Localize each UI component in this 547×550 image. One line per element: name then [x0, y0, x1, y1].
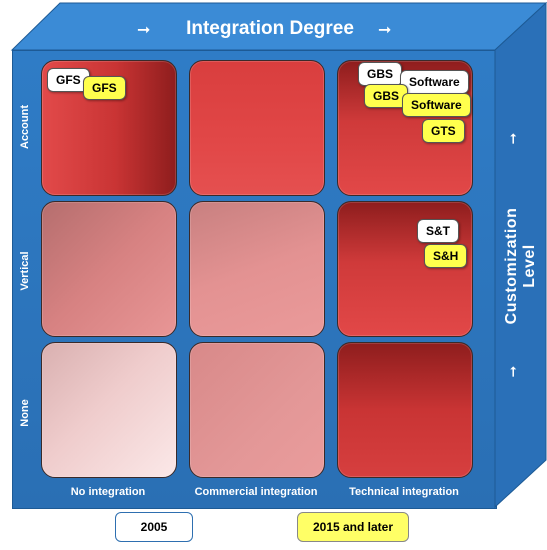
tag-software-2005: Software — [400, 70, 469, 94]
cell-vertical-technical — [337, 201, 473, 337]
tag-gbs-2005: GBS — [358, 62, 403, 86]
row-label-none: None — [19, 399, 31, 427]
cell-account-commercial — [189, 60, 325, 196]
cell-vertical-commercial — [189, 201, 325, 337]
tag-gfs-2015: GFS — [83, 76, 126, 100]
column-label-technical: Technical integration — [349, 486, 459, 498]
cell-vertical-no-integration — [41, 201, 177, 337]
tag-gts-2015: GTS — [422, 119, 465, 143]
column-label-no-integration: No integration — [70, 486, 146, 498]
row-label-account: Account — [19, 105, 31, 149]
customization-level-title: Customization Level — [503, 207, 538, 325]
tag-st-2005: S&T — [417, 219, 459, 243]
legend-2015-and-later: 2015 and later — [297, 512, 409, 542]
tag-gbs-2015: GBS — [364, 84, 409, 108]
integration-degree-title: Integration Degree — [186, 18, 354, 39]
right-arrow-icon: ➞ — [137, 22, 151, 39]
tag-gfs-2005: GFS — [47, 68, 90, 92]
up-arrow-icon: ➞ — [504, 365, 521, 378]
cell-none-commercial — [189, 342, 325, 478]
cell-none-technical — [337, 342, 473, 478]
row-label-vertical: Vertical — [19, 251, 31, 291]
right-arrow-icon: ➞ — [378, 22, 392, 39]
tag-sh-2015: S&H — [424, 244, 468, 268]
legend-2005: 2005 — [115, 512, 193, 542]
tag-software-2015: Software — [402, 93, 471, 117]
up-arrow-icon: ➞ — [504, 132, 521, 145]
cell-none-no-integration — [41, 342, 177, 478]
column-label-commercial: Commercial integration — [194, 486, 318, 498]
